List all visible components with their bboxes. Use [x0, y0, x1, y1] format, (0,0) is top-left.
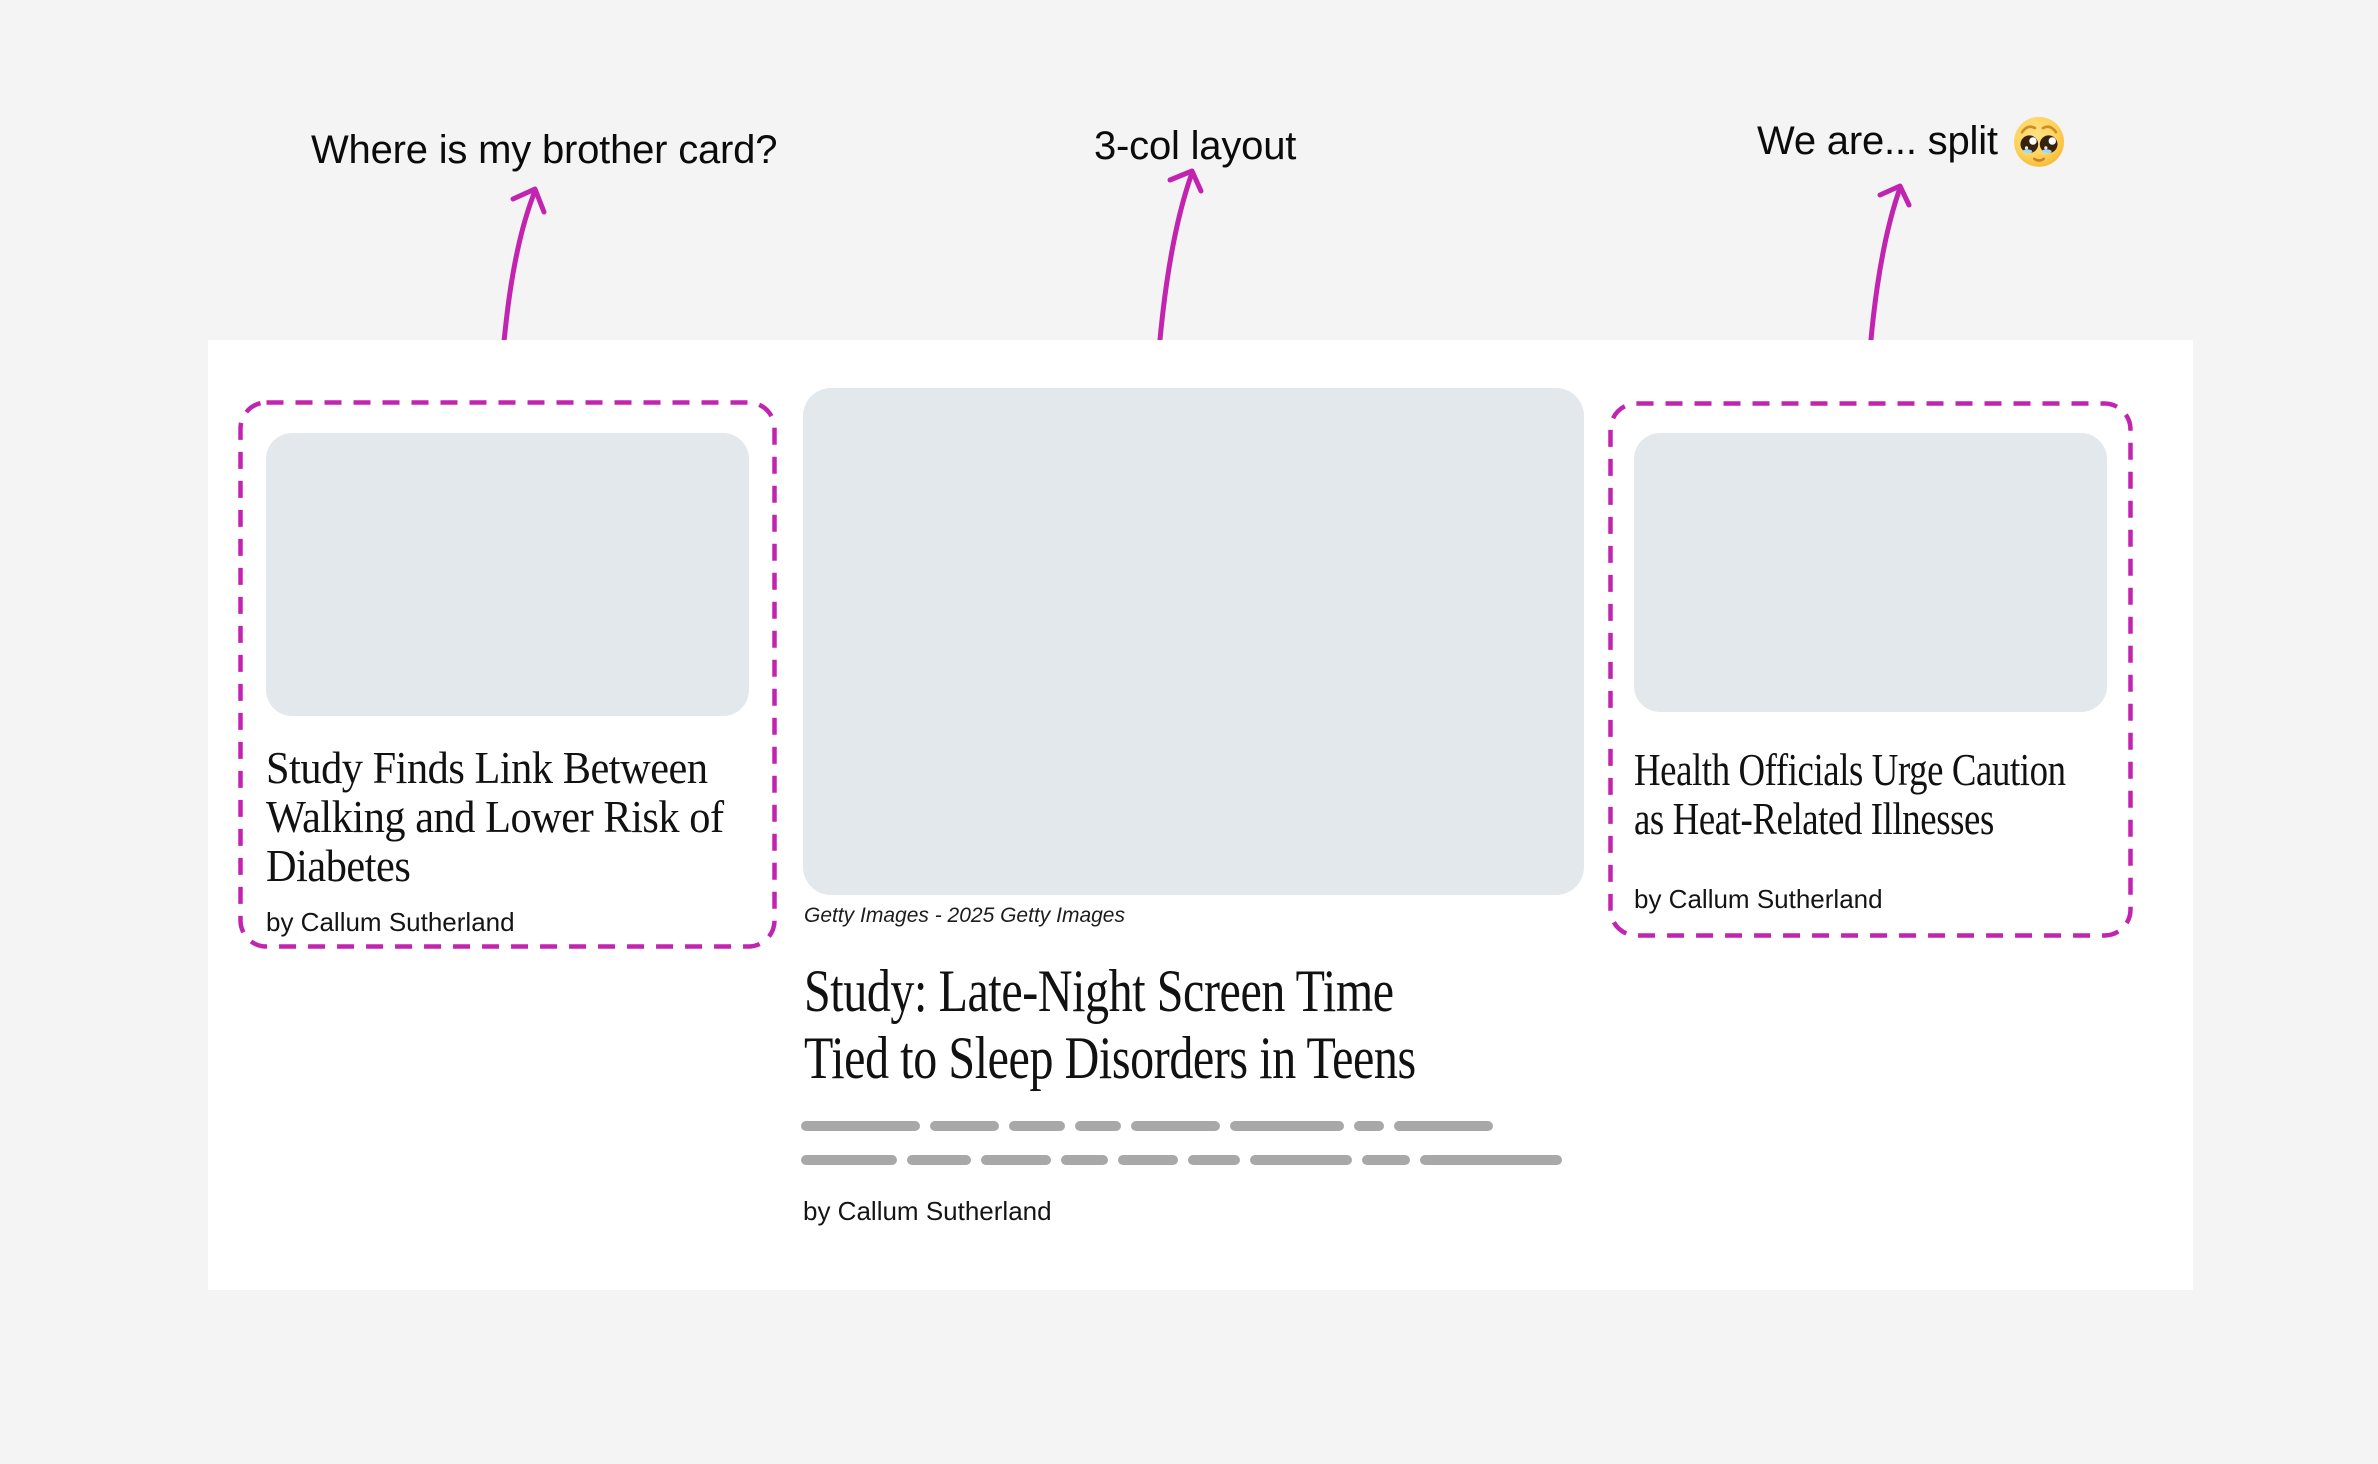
skeleton-bar — [801, 1121, 920, 1131]
article-image-placeholder-left — [266, 433, 749, 716]
article-headline-center[interactable]: Study: Late-Night Screen Time Tied to Sl… — [804, 958, 1416, 1091]
article-byline-center: by Callum Sutherland — [803, 1196, 1052, 1226]
skeleton-text-row — [801, 1155, 1562, 1165]
skeleton-bar — [1118, 1155, 1178, 1165]
article-image-placeholder-center — [803, 388, 1584, 895]
annotation-label-left: Where is my brother card? — [311, 128, 778, 172]
article-card-left[interactable]: Study Finds Link Between Walking and Low… — [238, 400, 777, 949]
article-byline-right: by Callum Sutherland — [1634, 884, 1883, 914]
annotation-label-right-text: We are... split — [1757, 118, 1998, 163]
pleading-face-emoji — [2010, 112, 2068, 170]
annotation-label-center: 3-col layout — [1094, 124, 1297, 168]
skeleton-bar — [1394, 1121, 1493, 1131]
skeleton-bar — [1354, 1121, 1384, 1131]
skeleton-bar — [1230, 1121, 1344, 1131]
skeleton-bar — [1188, 1155, 1240, 1165]
skeleton-bar — [907, 1155, 971, 1165]
skeleton-bar — [1061, 1155, 1108, 1165]
skeleton-bar — [1131, 1121, 1220, 1131]
skeleton-bar — [1250, 1155, 1352, 1165]
article-headline-left[interactable]: Study Finds Link Between Walking and Low… — [266, 742, 724, 891]
skeleton-bar — [981, 1155, 1051, 1165]
article-card-right[interactable]: Health Officials Urge Caution as Heat-Re… — [1608, 401, 2133, 938]
article-headline-right[interactable]: Health Officials Urge Caution as Heat-Re… — [1634, 744, 2066, 844]
skeleton-bar — [801, 1155, 897, 1165]
skeleton-bar — [1009, 1121, 1065, 1131]
skeleton-bar — [1075, 1121, 1121, 1131]
skeleton-text-row — [801, 1121, 1493, 1131]
image-credit-caption: Getty Images - 2025 Getty Images — [804, 904, 1125, 927]
skeleton-bar — [1362, 1155, 1410, 1165]
skeleton-bar — [930, 1121, 999, 1131]
annotation-label-right: We are... split — [1757, 112, 2068, 170]
article-image-placeholder-right — [1634, 433, 2107, 712]
article-byline-left: by Callum Sutherland — [266, 907, 515, 937]
skeleton-bar — [1420, 1155, 1562, 1165]
